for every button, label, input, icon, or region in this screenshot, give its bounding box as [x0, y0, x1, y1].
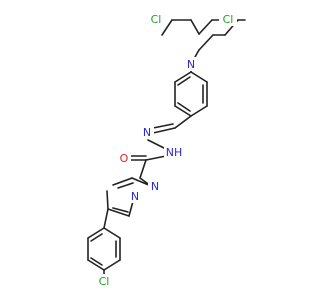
chlorine-label: Cl [99, 275, 110, 288]
chlorine-label: Cl [223, 13, 234, 26]
bond [107, 208, 130, 217]
amine-nitrogen-label: N [187, 58, 195, 71]
bond [139, 159, 147, 179]
bond [112, 207, 129, 213]
bond [190, 71, 208, 83]
bond [90, 233, 103, 242]
bond [174, 115, 192, 129]
bond [90, 257, 103, 266]
bond [198, 19, 213, 35]
bond [152, 127, 176, 134]
bond [145, 155, 167, 161]
bond [190, 105, 208, 117]
bond [177, 102, 191, 112]
structure-diagram: Cl Cl N N NH O N N Cl [87, 12, 246, 288]
imidazole-nitrogen-label: N [131, 190, 139, 203]
bond [87, 227, 105, 239]
hydrazide-nh-label: NH [166, 146, 183, 159]
carbonyl-oxygen-label: O [120, 152, 129, 165]
bond [174, 105, 192, 117]
bond [117, 182, 134, 189]
bond [174, 71, 192, 83]
bond [106, 190, 109, 210]
bond [103, 227, 121, 239]
bond [177, 76, 191, 86]
bond [103, 208, 109, 229]
bond [152, 123, 174, 129]
bond [87, 259, 105, 271]
chlorine-label: Cl [151, 13, 162, 26]
bond [161, 19, 173, 36]
imidazole-nitrogen-label: N [151, 180, 159, 193]
molecule-canvas: Cl Cl N N NH O N N Cl [87, 12, 246, 288]
bond [112, 177, 133, 186]
bond [190, 19, 200, 35]
imine-nitrogen-label: N [143, 126, 151, 139]
bond [103, 259, 121, 271]
bond [131, 177, 152, 187]
bond [198, 34, 214, 51]
